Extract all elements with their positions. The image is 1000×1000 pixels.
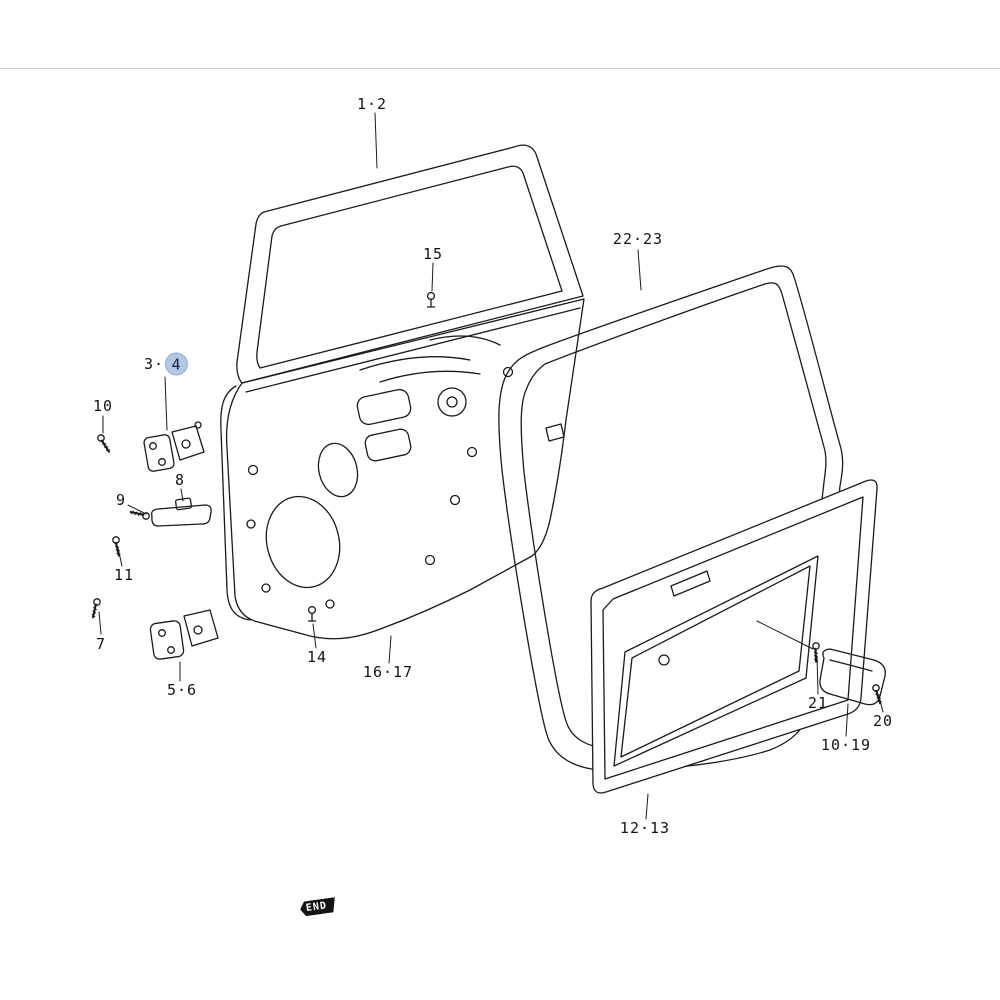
trim-panel-drawing: [591, 480, 877, 793]
part-1-2-label[interactable]: 1·2: [356, 95, 388, 113]
end-marker-text: END: [305, 900, 328, 915]
leader-lines: [99, 113, 883, 819]
screw-7-icon: [86, 596, 106, 619]
part-16-17-label[interactable]: 16·17: [362, 663, 414, 681]
lower-hinge-drawing: [150, 610, 218, 660]
screw-11-icon: [106, 534, 129, 557]
clip-15-icon: [426, 291, 436, 308]
part-3-4-highlighted-number[interactable]: 4: [165, 352, 189, 376]
armrest-drawing: [820, 649, 885, 705]
clip-14-icon: [307, 605, 317, 622]
part-12-13-label[interactable]: 12·13: [619, 819, 671, 837]
upper-hinge-drawing: [143, 422, 204, 472]
part-3-4-prefix: 3·: [143, 355, 165, 373]
screw-10-icon: [93, 432, 116, 453]
part-3-4-label[interactable]: 3·4: [143, 352, 189, 376]
part-7-label[interactable]: 7: [95, 635, 107, 653]
part-11-label[interactable]: 11: [113, 566, 135, 584]
page-divider-line: [0, 68, 1000, 69]
part-5-6-label[interactable]: 5·6: [166, 681, 198, 699]
part-14-label[interactable]: 14: [306, 648, 328, 666]
part-20-label[interactable]: 20: [872, 712, 894, 730]
door-shell-drawing: [221, 145, 584, 639]
part-21-label[interactable]: 21: [807, 694, 829, 712]
part-9-label[interactable]: 9: [115, 491, 127, 509]
part-15-label[interactable]: 15: [422, 245, 444, 263]
part-10-label[interactable]: 10: [92, 397, 114, 415]
part-8-label[interactable]: 8: [174, 471, 186, 489]
part-10-19-label[interactable]: 10·19: [820, 736, 872, 754]
part-22-23-label[interactable]: 22·23: [612, 230, 664, 248]
